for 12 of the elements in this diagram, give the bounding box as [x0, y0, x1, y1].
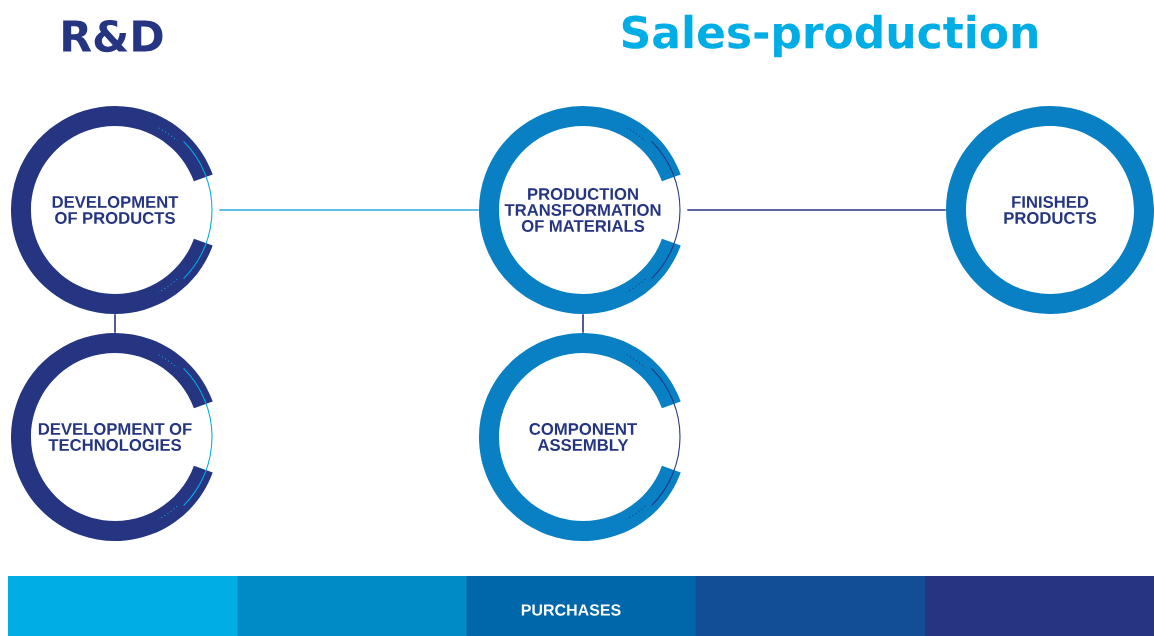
- connector-line: [114, 313, 116, 334]
- ring-node: FINISHED PRODUCTS: [946, 106, 1154, 314]
- ring-node: COMPONENT ASSEMBLY: [479, 333, 681, 541]
- ring-node: PRODUCTION TRANSFORMATION OF MATERIALS: [479, 106, 681, 314]
- connector-line: [686, 209, 947, 211]
- band: PURCHASES: [8, 576, 1154, 636]
- heading: R&D: [63, 19, 163, 53]
- ring-node: DEVELOPMENT OF PRODUCTS: [11, 106, 213, 314]
- connector-line: [218, 209, 480, 211]
- ring-node: DEVELOPMENT OF TECHNOLOGIES: [11, 333, 213, 541]
- connector-line: [582, 313, 584, 334]
- heading: Sales-production: [622, 14, 1037, 58]
